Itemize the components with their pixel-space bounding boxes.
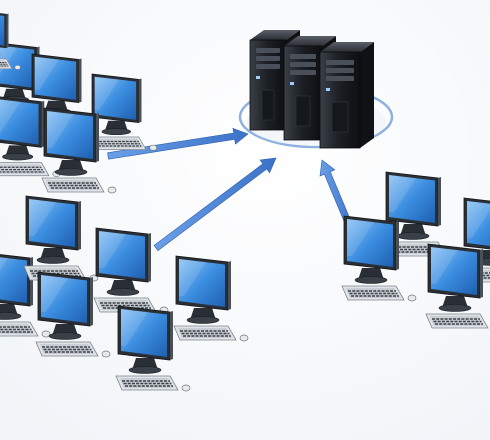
desktop-computer-icon: [93, 227, 169, 314]
mouse: [101, 350, 111, 358]
server-rack-icon: [238, 30, 394, 149]
mouse: [149, 144, 158, 151]
screen: [431, 247, 477, 295]
desktop-computer-icon: [425, 243, 489, 329]
screen: [29, 199, 75, 247]
mouse: [181, 384, 191, 392]
screen: [34, 56, 77, 100]
screen: [94, 76, 137, 120]
screen: [347, 219, 393, 267]
mouse: [107, 186, 117, 194]
server-unit: [319, 42, 374, 149]
workstation-groups: [0, 13, 490, 392]
desktop-computer-icon: [0, 13, 21, 70]
screen: [179, 259, 225, 307]
screen: [389, 175, 435, 223]
screen: [121, 309, 167, 357]
mouse: [41, 330, 51, 338]
desktop-computer-icon: [41, 107, 117, 194]
workstation-group-right: [341, 171, 490, 329]
desktop-computer-icon: [35, 271, 111, 358]
desktop-computer-icon: [89, 73, 158, 151]
desktop-computer-icon: [0, 96, 61, 178]
screen: [0, 257, 27, 303]
server-layer: [238, 30, 394, 149]
screen: [0, 99, 39, 145]
mouse: [407, 294, 417, 302]
mouse: [14, 65, 21, 70]
workstation-group-bottom-left: [0, 195, 249, 392]
screen: [41, 275, 87, 323]
screen: [0, 15, 5, 46]
arrow-shape: [153, 157, 277, 252]
workstation-group-top-left: [0, 13, 158, 194]
desktop-computer-icon: [341, 215, 417, 302]
mouse: [239, 334, 249, 342]
screen: [467, 201, 490, 246]
screen: [99, 231, 145, 279]
desktop-computer-icon: [0, 254, 51, 338]
link-arrow-bottom-left: [153, 157, 277, 252]
desktop-computer-icon: [115, 305, 191, 392]
screen: [47, 111, 93, 159]
desktop-computer-icon: [173, 255, 249, 342]
